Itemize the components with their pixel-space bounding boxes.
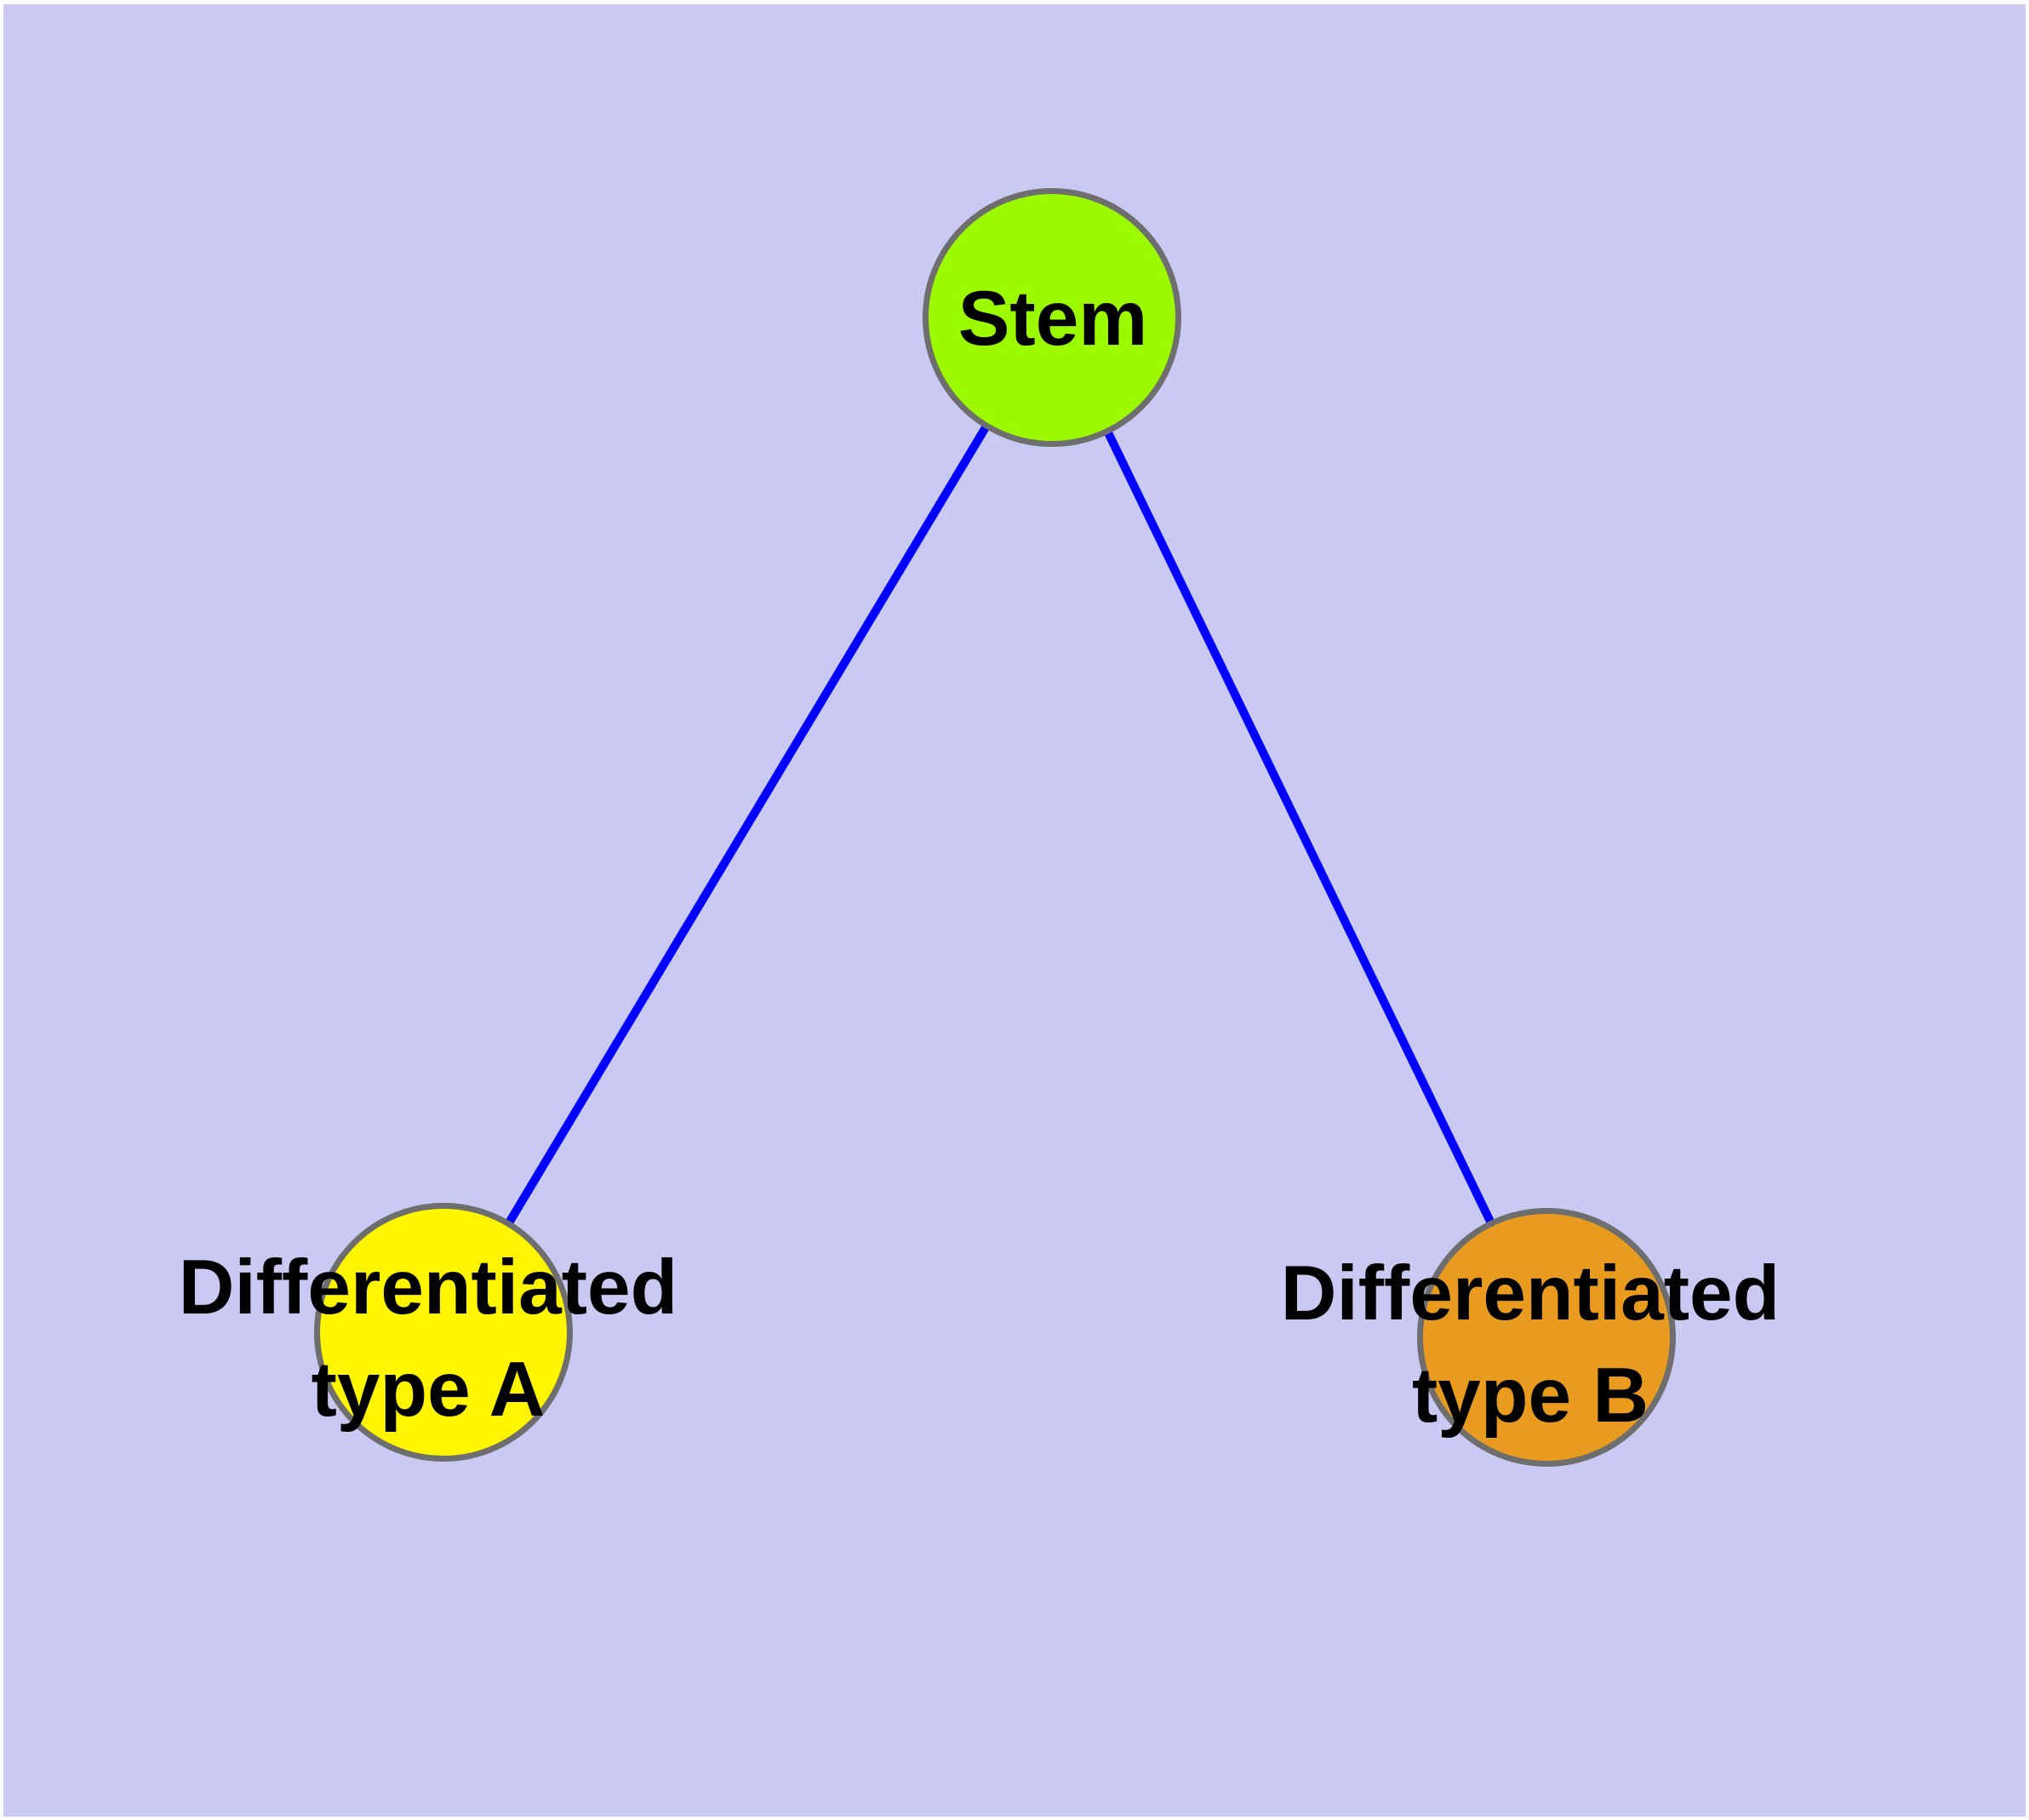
node-label-type-b-line2: type B	[1411, 1353, 1649, 1439]
node-label-differentiated-type-a: Differentiated type A	[179, 1237, 678, 1441]
node-stem	[923, 188, 1181, 447]
node-label-type-a-line2: type A	[311, 1347, 546, 1433]
edge-stem-to-type-b	[1048, 314, 1551, 1340]
node-label-type-a-line1: Differentiated	[178, 1245, 678, 1331]
node-label-stem: Stem	[958, 268, 1148, 370]
node-differentiated-type-b	[1417, 1208, 1676, 1467]
node-label-stem-text: Stem	[957, 276, 1148, 362]
node-differentiated-type-a	[314, 1203, 573, 1462]
node-label-differentiated-type-b: Differentiated type B	[1281, 1243, 1780, 1447]
node-label-type-b-line1: Differentiated	[1280, 1251, 1780, 1336]
edge-stem-to-type-a	[439, 314, 1056, 1335]
